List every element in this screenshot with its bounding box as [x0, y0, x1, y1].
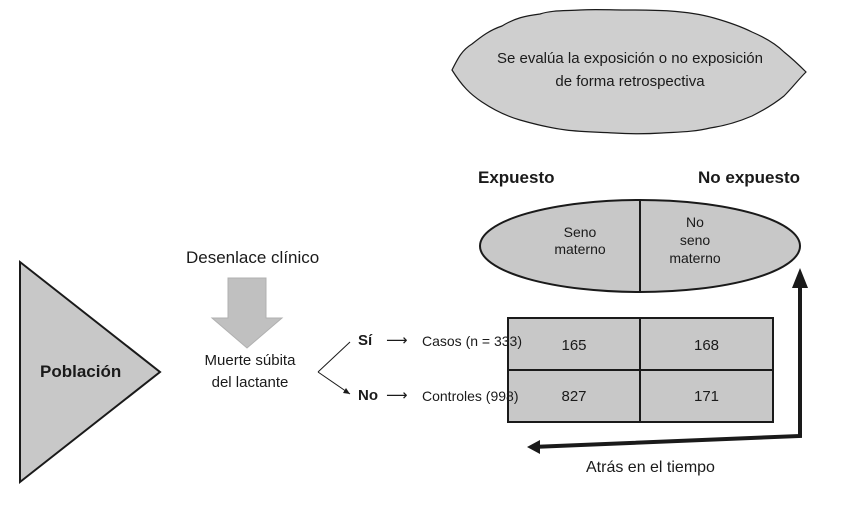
- branch-line-yes: [317, 341, 351, 373]
- table-cell: 165: [561, 337, 587, 354]
- cases-label: Casos (n = 333): [422, 333, 522, 349]
- branch-no-label: No: [358, 387, 378, 404]
- table-cell: 827: [561, 388, 587, 405]
- note-line-2: de forma retrospectiva: [555, 73, 705, 90]
- population-label: Población: [40, 362, 122, 381]
- back-in-time-arrowhead-left: [527, 440, 540, 454]
- ellipse-right-line-3: materno: [669, 250, 721, 266]
- ellipse-left-line-2: materno: [554, 241, 606, 257]
- header-exposed: Expuesto: [478, 168, 555, 187]
- event-line-1: Muerte súbita: [204, 352, 296, 369]
- controls-label: Controles (998): [422, 388, 519, 404]
- back-in-time-path: [531, 286, 802, 449]
- branch-yes-label: Sí: [358, 332, 373, 349]
- back-in-time-label: Atrás en el tiempo: [586, 459, 715, 476]
- table-cell: 168: [693, 337, 720, 354]
- ellipse-right-line-1: No: [686, 214, 704, 230]
- branch-no-arrow: ⟶: [386, 387, 408, 404]
- event-line-2: del lactante: [211, 374, 289, 391]
- back-in-time-arrowhead-up: [792, 268, 808, 288]
- branch-yes-arrow: ⟶: [386, 332, 408, 349]
- note-cloud-shape: [451, 8, 807, 135]
- header-not-exposed: No expuesto: [698, 168, 801, 187]
- ellipse-right-line-2: seno: [679, 232, 711, 248]
- table-cell: 171: [693, 388, 720, 405]
- branch-arrowhead-no: [343, 388, 350, 394]
- outcome-label: Desenlace clínico: [186, 248, 320, 267]
- ellipse-left-line-1: Seno: [563, 224, 597, 240]
- outcome-down-arrow: [210, 277, 284, 349]
- note-line-1: Se evalúa la exposición o no exposición: [496, 50, 763, 67]
- population-triangle: [19, 259, 162, 485]
